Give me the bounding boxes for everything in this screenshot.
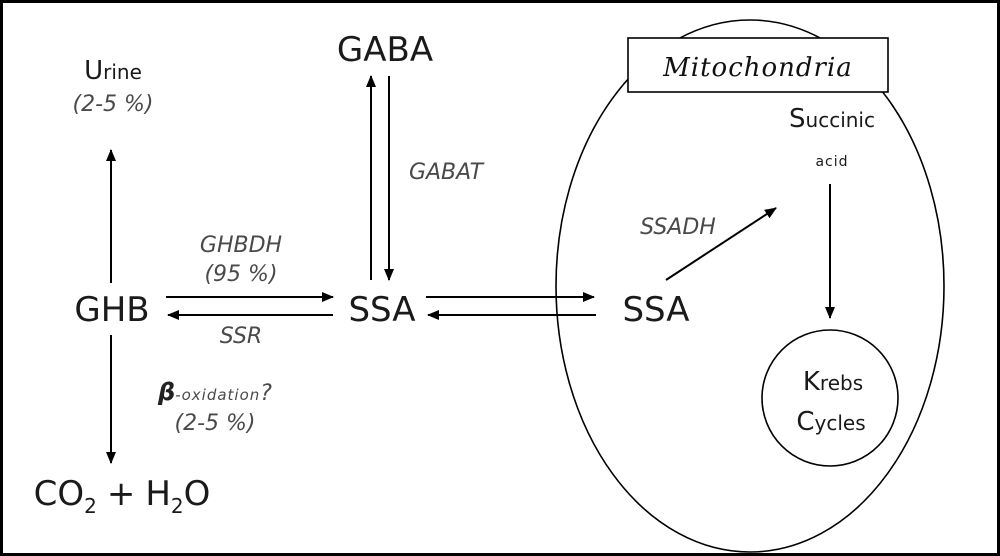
urine-rest: rine [103,60,142,84]
urine-initial: U [84,56,103,86]
ghbdh-enzyme-label: GHBDH [200,233,282,258]
succinic-label: Succinic [789,104,875,134]
mitochondria-ellipse [555,19,945,553]
h2o-o: O [184,474,211,514]
ssa-cytosol-label: SSA [348,290,415,330]
h2o-subscript: 2 [171,494,184,518]
beta-oxidation-label: β-oxidation? [157,378,272,406]
krebs-label: Krebs [803,367,863,397]
co2-text: CO [34,474,85,514]
cycles-initial: C [796,407,814,437]
ssr-enzyme-label: SSR [220,324,262,349]
ssadh-enzyme-label: SSADH [640,215,716,240]
beta-question: ? [260,381,272,406]
ghb-label: GHB [74,290,149,330]
beta-oxidation-percentage: (2-5 %) [175,411,256,436]
co2-h2o-label: CO2+H2O [34,474,211,518]
cycles-label: Cycles [796,407,865,437]
plus-sign: + [107,474,136,514]
beta-symbol: β [157,378,175,406]
gaba-label: GABA [337,30,433,70]
mitochondria-label-box [627,37,889,93]
gabat-enzyme-label: GABAT [409,160,485,185]
succinic-initial: S [789,104,806,134]
acid-label: acid [815,154,848,170]
urine-label: Urine [84,56,142,86]
cycles-rest: ycles [815,411,866,435]
arrow-ssa-to-succinic [665,207,777,281]
krebs-rest: rebs [820,371,863,395]
succinic-rest: uccinic [806,108,875,132]
urine-percentage: (2-5 %) [73,92,154,117]
h2o-h: H [145,474,171,514]
ghbdh-percentage: (95 %) [204,262,277,287]
co2-subscript: 2 [84,494,97,518]
ssa-mitochondria-label: SSA [622,290,689,330]
krebs-initial: K [803,367,821,397]
beta-oxidation-text: -oxidation [175,386,260,404]
krebs-circle [761,329,899,467]
mitochondria-label: Mitochondria [662,53,853,83]
